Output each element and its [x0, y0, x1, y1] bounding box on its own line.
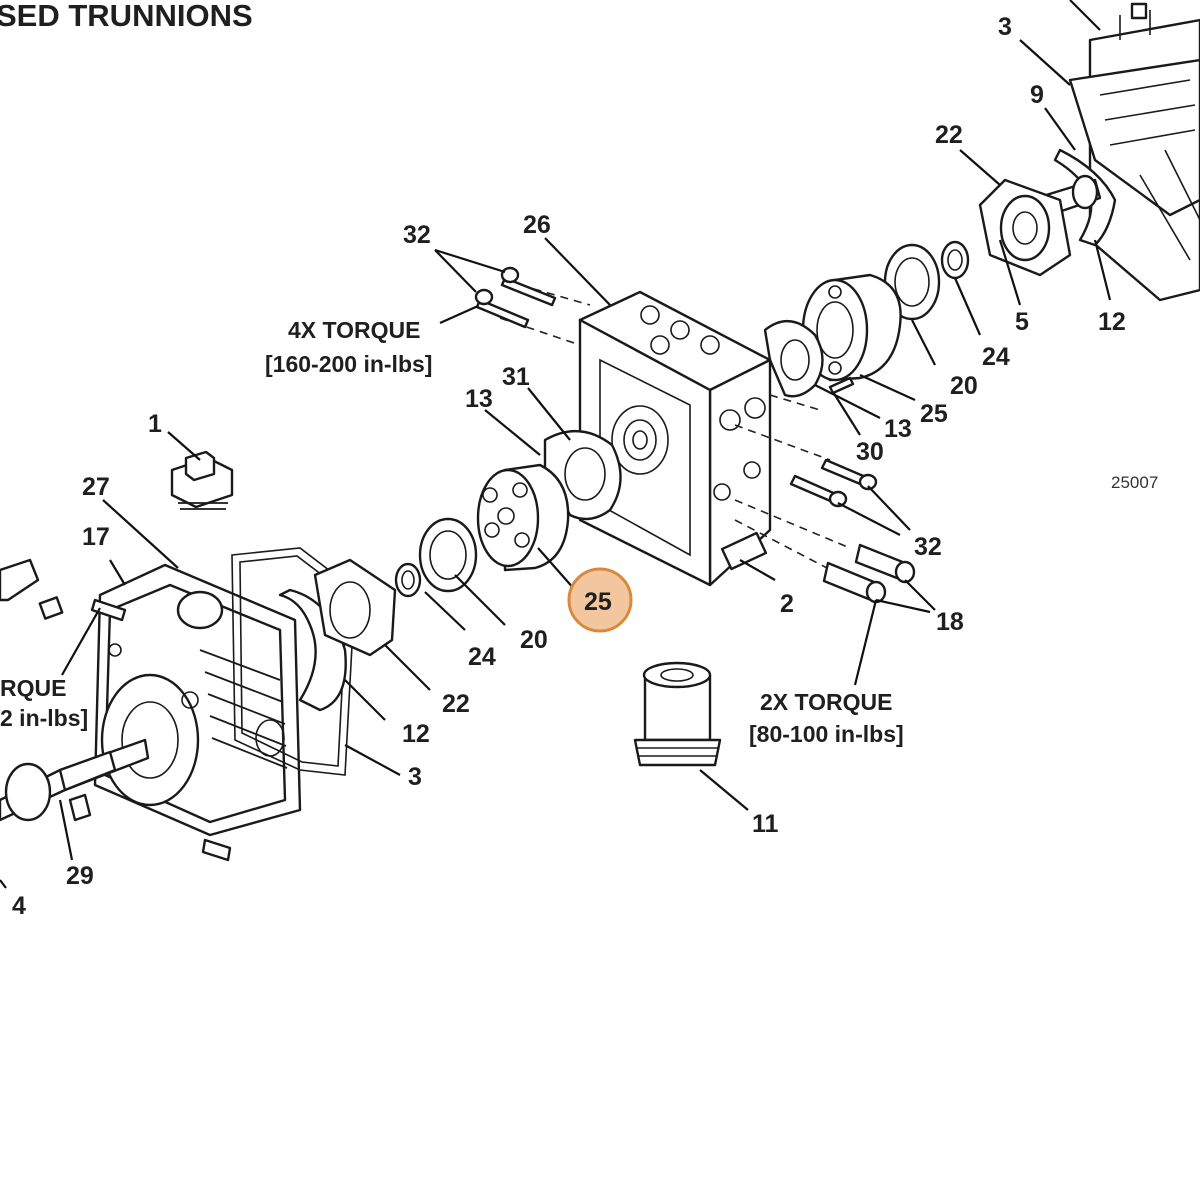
diagram-title: SED TRUNNIONS — [0, 0, 253, 33]
bolts-part-32-right — [789, 458, 878, 508]
callout-5: 5 — [1015, 308, 1029, 336]
callout-20-mid: 20 — [520, 626, 548, 654]
callout-13-left: 13 — [465, 385, 493, 413]
callout-32-top: 32 — [403, 221, 431, 249]
oring-part-24-mid — [394, 562, 422, 598]
callout-13-right: 13 — [884, 415, 912, 443]
callout-26: 26 — [523, 211, 551, 239]
pump-housing-top-right — [1068, 2, 1200, 302]
torque-note-left: RQUE 2 in-lbs] — [0, 675, 88, 731]
torque-note-2x: 2X TORQUE [80-100 in-lbs] — [749, 689, 904, 747]
callout-4: 4 — [12, 892, 26, 920]
torque-note-left-line2: 2 in-lbs] — [0, 705, 88, 731]
torque-note-4x-line2: [160-200 in-lbs] — [265, 351, 432, 377]
highlight-circle-callout-25[interactable] — [567, 567, 633, 633]
callout-31: 31 — [502, 363, 530, 391]
bracket-part-17 — [0, 558, 64, 620]
torque-note-4x: 4X TORQUE [160-200 in-lbs] — [265, 317, 432, 377]
callout-18: 18 — [936, 608, 964, 636]
oring-part-24-right — [940, 240, 970, 280]
callout-29: 29 — [66, 862, 94, 890]
bolts-part-32-top — [474, 266, 557, 329]
callout-20-right: 20 — [950, 372, 978, 400]
callout-17: 17 — [82, 523, 110, 551]
callout-12-mid: 12 — [402, 720, 430, 748]
callout-12-right: 12 — [1098, 308, 1126, 336]
callout-22-mid: 22 — [442, 690, 470, 718]
pin-part-30 — [828, 376, 855, 395]
torque-note-2x-line1: 2X TORQUE — [760, 689, 893, 715]
seal-part-20-mid — [418, 517, 478, 593]
callout-32-right: 32 — [914, 533, 942, 561]
figure-id: 25007 — [1111, 473, 1158, 492]
valve-block-part-2 — [578, 290, 772, 587]
callout-9: 9 — [1030, 81, 1044, 109]
fittings-part-18 — [822, 543, 916, 604]
callout-25-right: 25 — [920, 400, 948, 428]
callout-2: 2 — [780, 590, 794, 618]
gasket-part-13-right — [763, 320, 824, 398]
callout-11: 11 — [752, 810, 779, 838]
callout-27: 27 — [82, 473, 110, 501]
callout-leader-lines — [0, 0, 1112, 889]
callout-25-mid[interactable]: 25 — [584, 588, 612, 616]
valve-cartridge-part-11 — [633, 661, 722, 767]
torque-note-2x-line2: [80-100 in-lbs] — [749, 721, 904, 747]
callout-3-top: 3 — [998, 13, 1012, 41]
callout-3-mid: 3 — [408, 763, 422, 791]
bearing-part-22-mid — [313, 558, 397, 657]
torque-note-4x-line1: 4X TORQUE — [288, 317, 421, 343]
torque-note-left-line1: RQUE — [0, 675, 66, 701]
plug-part-1 — [170, 450, 234, 510]
callout-labels: 32 26 31 13 1 27 17 24 20 25 22 12 3 29 … — [12, 13, 1126, 920]
callout-24-mid: 24 — [468, 643, 496, 671]
callout-30: 30 — [856, 438, 884, 466]
callout-1: 1 — [148, 410, 162, 438]
pump-housing-part-27 — [90, 563, 302, 862]
shaft-part-29 — [0, 738, 150, 822]
callout-22-right: 22 — [935, 121, 963, 149]
gasket-part-3-mid — [231, 547, 356, 776]
gear-body-part-25-mid — [476, 463, 570, 572]
callout-24-right: 24 — [982, 343, 1010, 371]
